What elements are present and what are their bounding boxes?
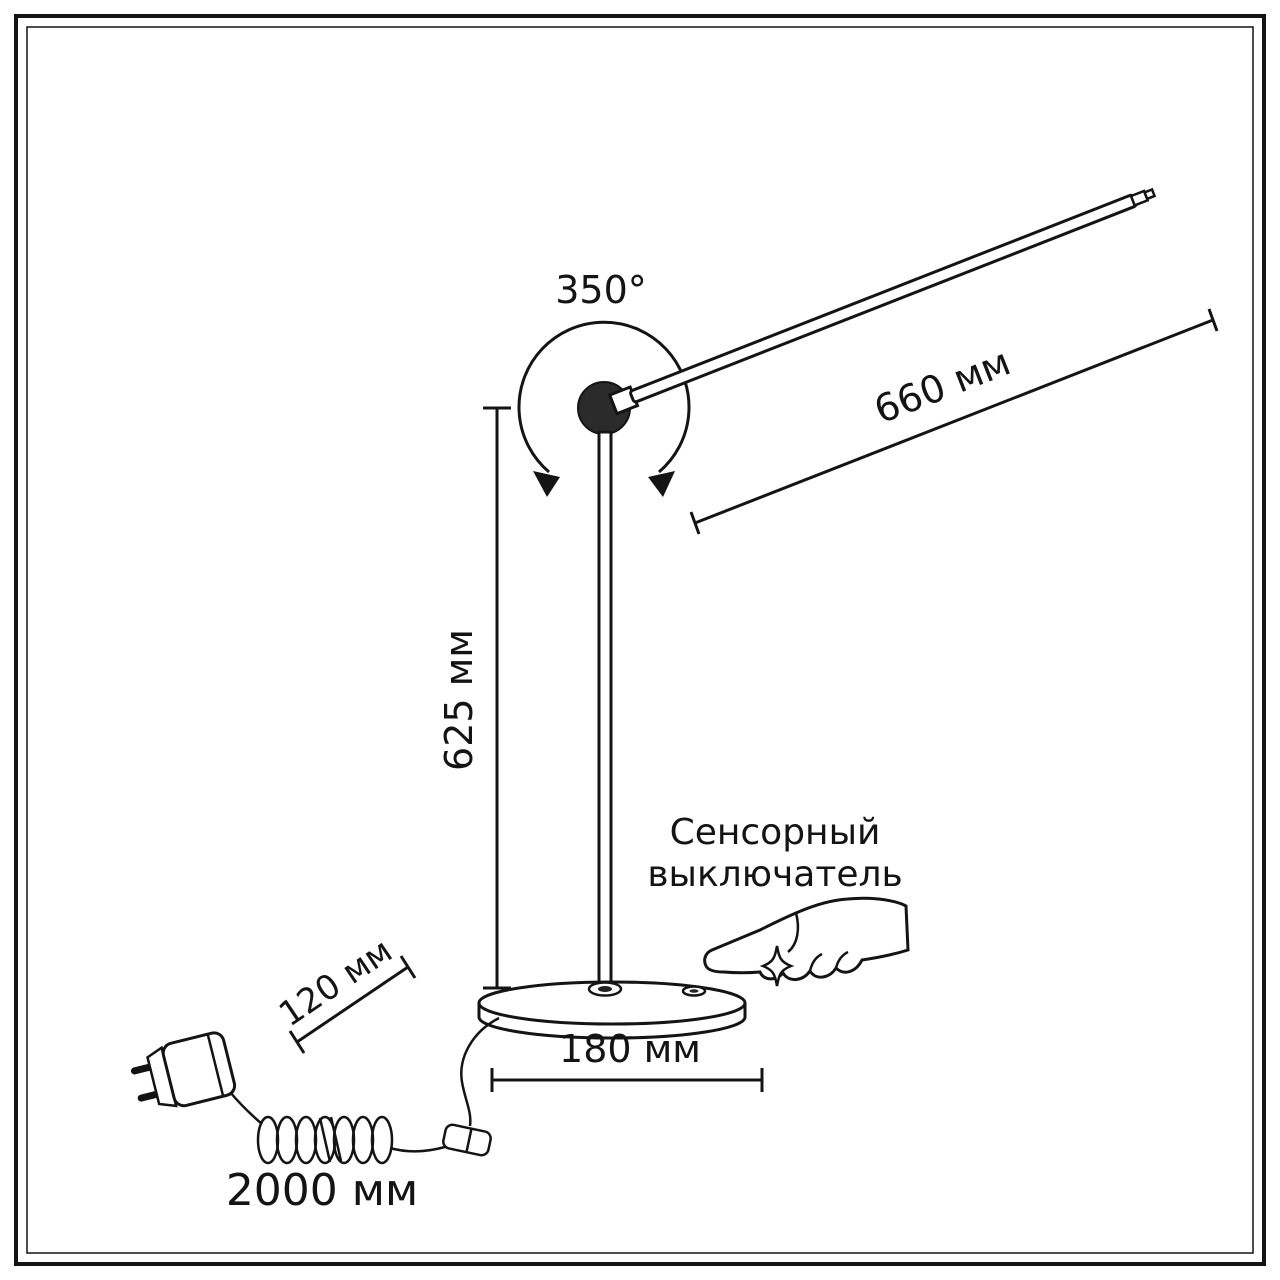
rotation-angle-label: 350° [555,268,647,312]
plug-dimension-label: 120 мм [272,931,400,1035]
lamp-arm [607,187,1157,416]
arm-length-label: 660 мм [868,340,1016,433]
hand-outline [703,896,910,981]
knuckle-line-1 [834,950,849,969]
adapter-body [161,1031,237,1108]
touch-switch-label-line2: выключатель [647,854,902,895]
coil-tie-2 [329,1116,343,1162]
knuckle-line-2 [808,952,823,972]
plug-face [146,1045,178,1108]
touch-button-center [689,989,699,993]
plug-dimension [288,955,417,1054]
rotation-arc [517,320,691,497]
inner-frame [26,26,1254,1254]
power-adapter [130,1031,237,1108]
pole-collar-center [598,986,612,992]
base-dimension [490,1068,764,1092]
arm-tube [629,193,1138,404]
hand-pointer [703,896,910,987]
cable-length-label: 2000 мм [226,1165,418,1216]
inline-switch [442,1123,492,1157]
cord-switch-to-coil [389,1145,446,1153]
arm-tip-nub [1142,187,1157,201]
touch-switch-label-line1: Сенсорный [670,812,881,853]
coil-tie-1 [318,1117,332,1163]
stand-height-label: 625 мм [437,629,481,771]
rotation-arrow-right [648,471,675,497]
outer-frame [14,14,1266,1266]
cable-coil [256,1115,394,1165]
arm-dimension [689,308,1219,535]
thumb-line [787,912,800,953]
base-diameter-label: 180 мм [559,1027,701,1071]
lamp-base [477,980,747,1040]
switch-divider [465,1128,473,1153]
rotation-arrow-left [533,471,560,497]
cord-coil-to-adapter [229,1091,263,1125]
lamp-pole [597,430,613,994]
cord-base-to-switch [460,1016,500,1127]
adapter-body-seam [206,1033,225,1097]
touch-sparkle-icon [759,945,795,987]
height-dimension [483,406,511,990]
